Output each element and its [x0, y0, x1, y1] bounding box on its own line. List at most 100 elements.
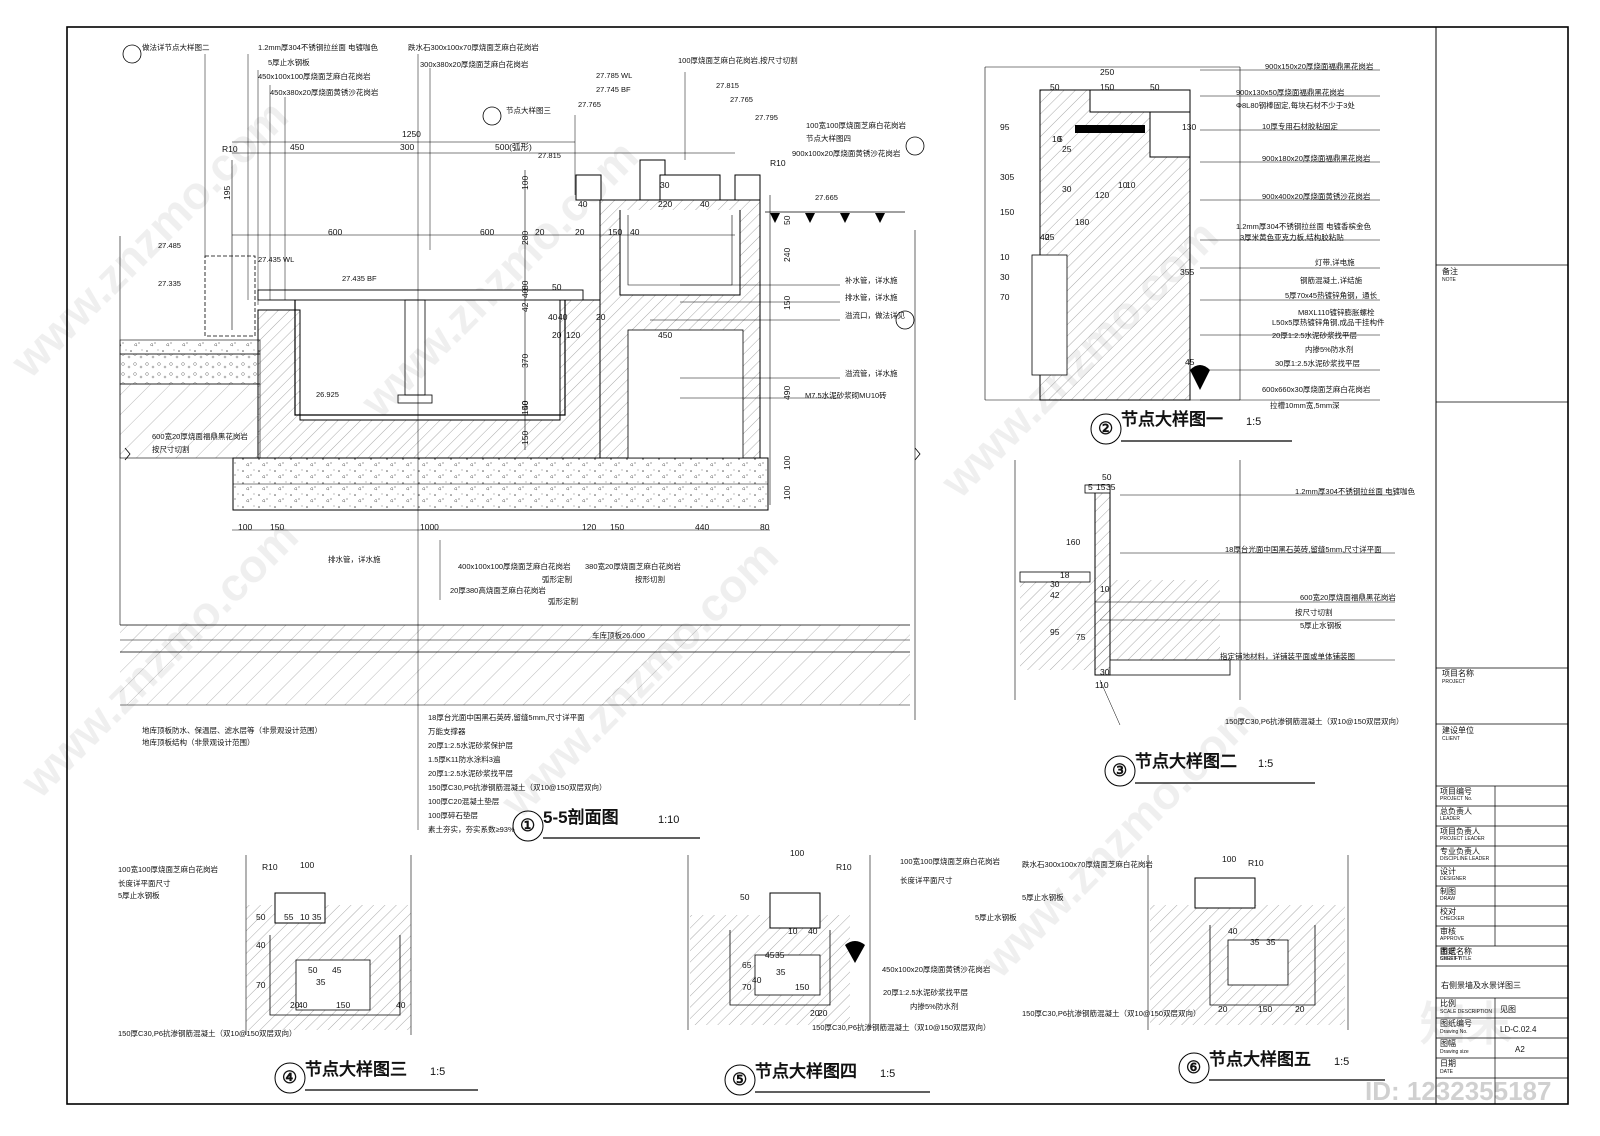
tb-note-label: 备注 [1442, 266, 1458, 276]
dimension-label: 10 [1000, 252, 1010, 262]
detail5-note: 跌水石300x100x70厚烧面芝麻白花岗岩 [1022, 859, 1153, 869]
dimension-label: 55 [284, 912, 294, 922]
dimension-label: 120 [566, 330, 580, 340]
elevation-label: 27.335 [158, 279, 181, 288]
detail1-note: M8XL110镀锌膨胀螺栓 [1298, 307, 1375, 317]
dimension-label: 100 [782, 456, 792, 470]
dimension-label: 150 [1100, 82, 1114, 92]
drawing-size: A2 [1515, 1045, 1525, 1054]
dimension-label: 30 [1050, 579, 1060, 589]
detail3-note: 100宽100厚烧面芝麻白花岗岩 [118, 864, 219, 874]
dimension-label: 20 [810, 1008, 820, 1018]
section-note: 做法详节点大样图二 [142, 42, 210, 52]
tb-date-label: 日期 [1440, 1059, 1456, 1068]
dimension-label: 50 [1050, 82, 1060, 92]
tb-client-label: 建设单位 [1442, 725, 1474, 735]
detail-scale: 1:5 [430, 1066, 445, 1078]
dimension-label: 5 [1058, 134, 1063, 144]
detail-title: 节点大样图一 [1121, 409, 1223, 429]
dimension-label: 20 [1218, 1004, 1228, 1014]
detail-title: 节点大样图三 [305, 1059, 407, 1079]
detail2-note: 150厚C30,P6抗渗钢筋混凝土（双10@150双层双向） [1225, 716, 1404, 726]
detail1-note: 20厚1:2.5水泥砂浆找平层 [1272, 330, 1358, 340]
dimension-label: 150 [270, 522, 284, 532]
dimension-label: 40 [396, 1000, 406, 1010]
dimension-label: 120 [582, 522, 596, 532]
title-underlines [305, 440, 1385, 1093]
detail2-note: 1.2mm厚304不锈钢拉丝面 电镀咖色 [1295, 486, 1416, 496]
dimension-label: 35 [312, 912, 322, 922]
dimension-label: 45 [765, 950, 775, 960]
dimension-label: 10 [1118, 180, 1128, 190]
dimension-label: 10 [788, 926, 798, 936]
elevation-label: 27.435 BF [342, 274, 377, 283]
detail-title: 节点大样图二 [1135, 751, 1237, 771]
dimension-label: 50 [782, 215, 792, 225]
section-note: 380宽20厚烧面芝麻白花岗岩 [585, 561, 681, 571]
dimension-label: 150 [795, 982, 809, 992]
dimension-label: 70 [742, 982, 752, 992]
section-note: 节点大样图三 [506, 105, 551, 115]
dimension-label: 80 [760, 522, 770, 532]
dimension-label: 40 [520, 400, 530, 410]
detail-number: ⑤ [732, 1070, 747, 1089]
dimension-label: 75 [1076, 632, 1086, 642]
dimension-label: 40 [1040, 232, 1050, 242]
tb-client-label: CLIENT [1442, 736, 1460, 742]
detail-2-geometry [1014, 460, 1395, 726]
tb-ratio-label: SCALE DESCRIPTION [1440, 1009, 1492, 1015]
dimension-label: 20 [596, 312, 606, 322]
tb-role-label: LEADER [1440, 816, 1460, 822]
detail4-note: 450x100x20厚烧面黄锈沙花岗岩 [882, 964, 991, 974]
sheet-number: LD-C.02.4 [1500, 1025, 1537, 1034]
detail1-note: 内掺5%防水剂 [1305, 344, 1353, 354]
dimension-label: 40 [520, 288, 530, 298]
elevation-label: 27.765 [730, 95, 753, 104]
detail1-note: 1.2mm厚304不锈钢拉丝面 电镀香槟金色 [1236, 221, 1372, 231]
dimension-label: 18 [1060, 570, 1070, 580]
tb-ratio-label: 比例 [1440, 998, 1456, 1008]
detail-scale: 1:5 [880, 1068, 895, 1080]
detail-number: ① [520, 816, 535, 835]
detail-5-geometry [1147, 855, 1349, 1030]
detail-title: 5-5剖面图 [543, 807, 619, 827]
dimension-label: 70 [256, 980, 266, 990]
dimension-label: 20 [1295, 1004, 1305, 1014]
tb-role-label: CHECKER [1440, 916, 1465, 922]
section-note: 补水管，详水施 [845, 275, 898, 285]
detail4-note: 5厚止水钢板 [975, 912, 1017, 922]
dimension-label: 120 [1095, 190, 1109, 200]
dimension-label: 150 [608, 227, 622, 237]
detail-scale: 1:10 [658, 814, 679, 826]
section-note: 节点大样图四 [806, 133, 851, 143]
dimension-label: 305 [1000, 172, 1014, 182]
dimension-label: 50 [308, 965, 318, 975]
section-note: 20厚380高烧面芝麻白花岗岩 [450, 585, 546, 595]
dimension-label: 370 [520, 354, 530, 368]
dimension-label: R10 [836, 862, 852, 872]
section-note: 按形切割 [635, 574, 665, 584]
dimension-label: 10 [1100, 584, 1110, 594]
layer-spec: 150厚C30,P6抗渗钢筋混凝土（双10@150双层双向） [428, 782, 607, 792]
detail-title: 节点大样图四 [755, 1061, 857, 1081]
dimension-label: 35 [1250, 937, 1260, 947]
dimension-label: R10 [770, 158, 786, 168]
tb-sheet-no-label: Drawing No. [1440, 1029, 1468, 1035]
dimension-label: 45 [332, 965, 342, 975]
layer-spec: 18厚台光面中国黑石英砖,留缝5mm,尺寸详平面 [428, 712, 585, 722]
dimension-label: 355 [1180, 267, 1194, 277]
detail1-note: 900x400x20厚烧面黄锈沙花岗岩 [1262, 191, 1371, 201]
tb-role-label: APPROVE [1440, 936, 1465, 942]
section-note: 100厚烧面芝麻白花岗岩,按尺寸切割 [678, 55, 798, 65]
dimension-label: 150 [610, 522, 624, 532]
tb-role-label: PROJECT No. [1440, 796, 1472, 802]
dimension-label: 5 [1088, 482, 1093, 492]
elevation-label: 27.815 [716, 81, 739, 90]
detail5-note: 150厚C30,P6抗渗钢筋混凝土（双10@150双层双向） [1022, 1008, 1201, 1018]
detail1-note: 拉槽10mm宽,5mm深 [1270, 400, 1340, 410]
detail1-note: 5厚70x45热镀锌角钢，通长 [1285, 290, 1378, 300]
dimension-label: 450 [658, 330, 672, 340]
detail4-note: 100宽100厚烧面芝麻白花岗岩 [900, 856, 1001, 866]
section-note: 600宽20厚烧面福鼎黑花岗岩 [152, 431, 248, 441]
